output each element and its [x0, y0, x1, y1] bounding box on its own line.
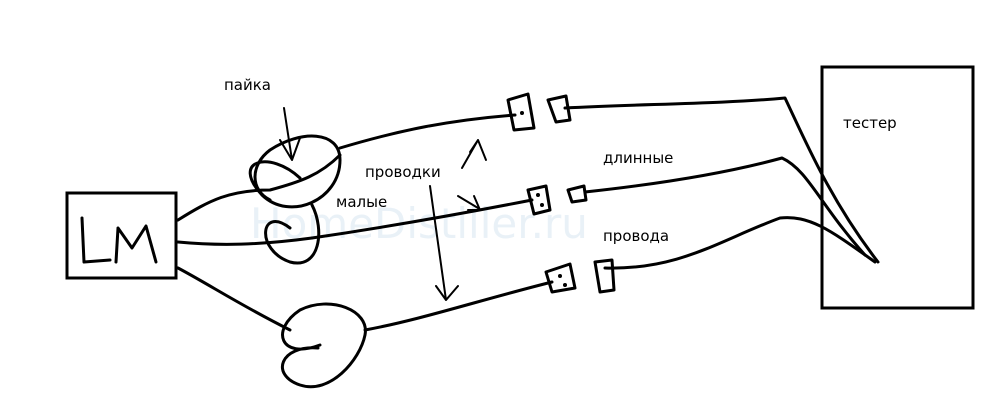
wire-bottom-short [176, 266, 292, 332]
solder-arrow [279, 107, 301, 161]
label-long: длинные [603, 149, 673, 167]
wire-bottom-long [363, 280, 554, 332]
wire-top-long [338, 113, 517, 150]
wire-top-tester [563, 96, 880, 264]
wire-top-short [176, 153, 342, 222]
lm-hand-letters [80, 216, 158, 264]
connector-bottom [544, 258, 616, 294]
wires-arrow-down [429, 185, 459, 301]
connector-top [506, 92, 572, 132]
wire-middle-short [176, 236, 314, 246]
wire-bottom-tester [603, 216, 877, 270]
wire-middle-long [310, 198, 534, 240]
label-solder: пайка [224, 76, 271, 94]
lm-label: LM [0, 0, 23, 4]
tester-label: тестер [843, 114, 897, 132]
connector-middle [526, 184, 588, 216]
solder-loop-middle [264, 203, 321, 265]
label-wires-long: провода [603, 227, 669, 245]
label-small: малые [336, 193, 387, 211]
wires-arrow-right [457, 195, 481, 211]
solder-loop-lower [281, 302, 367, 389]
label-wires: проводки [365, 163, 441, 181]
solder-loop-upper [248, 134, 342, 209]
tester-box [820, 65, 975, 310]
wire-middle-tester [583, 156, 867, 257]
wires-arrow-up [461, 139, 487, 169]
